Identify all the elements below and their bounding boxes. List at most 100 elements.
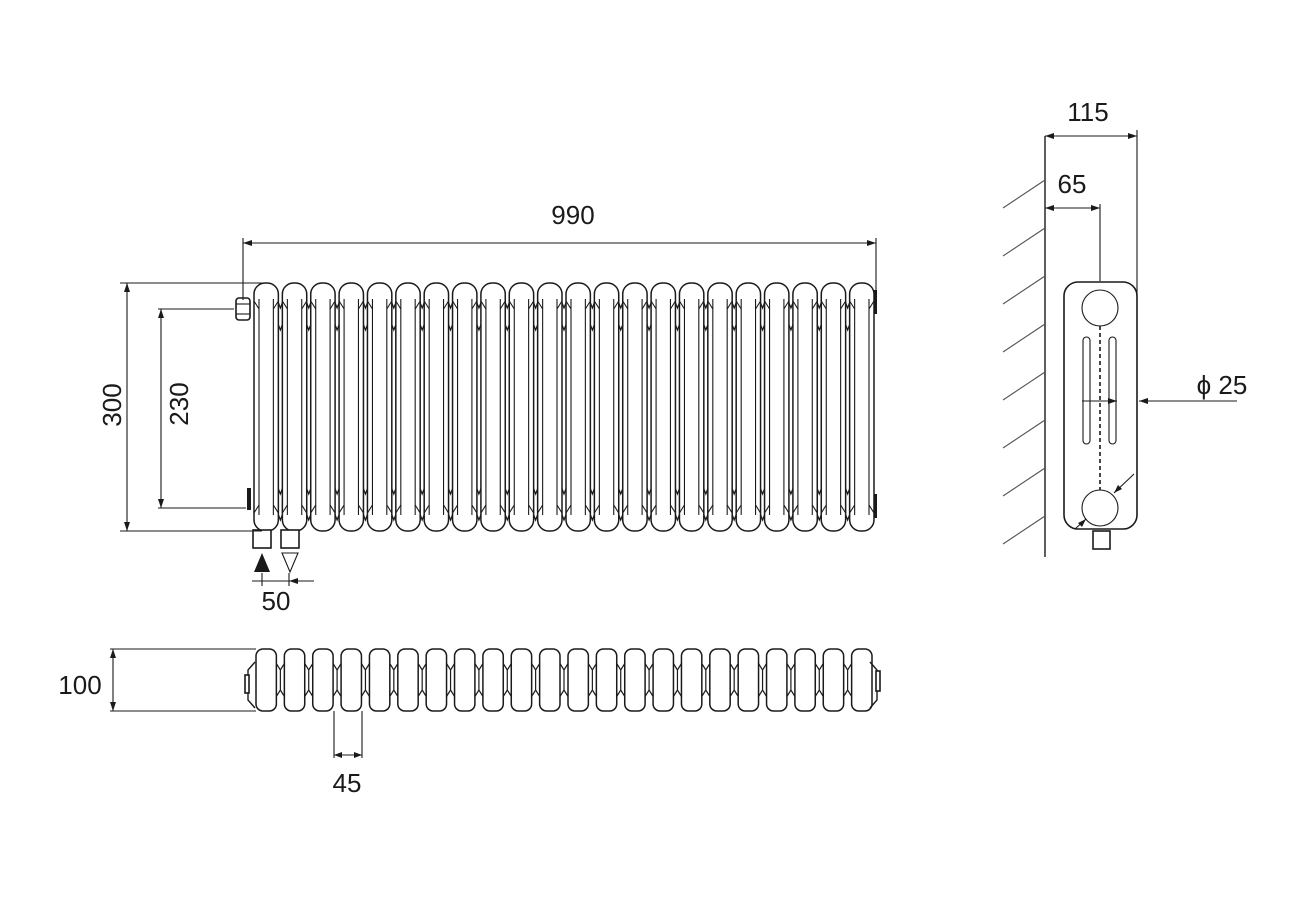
section-column	[593, 282, 620, 532]
section-column	[281, 282, 308, 532]
top-section	[850, 648, 873, 712]
section-column	[565, 282, 592, 532]
top-section	[453, 648, 485, 712]
section-column	[763, 282, 790, 532]
section-body	[850, 648, 873, 712]
return-triangle-icon	[281, 552, 299, 574]
section-body	[368, 648, 391, 712]
section-body	[652, 648, 675, 712]
section-column	[480, 282, 507, 532]
top-section	[255, 648, 286, 712]
section-neck	[787, 299, 795, 522]
top-section	[623, 648, 655, 712]
front-section	[281, 282, 313, 532]
front-section	[707, 282, 738, 532]
top-section	[368, 648, 400, 712]
section-body	[709, 648, 731, 712]
section-body	[623, 648, 646, 712]
top-section	[680, 648, 712, 712]
section-column	[820, 282, 847, 532]
dimension-overall-width: 990	[242, 200, 877, 300]
dimension-overall-height: 300	[97, 282, 262, 532]
top-section	[737, 648, 769, 712]
right-end-plug-top	[874, 290, 877, 314]
section-neck	[276, 299, 284, 522]
front-section	[593, 282, 625, 532]
front-view: 990 300 230 50	[97, 200, 877, 616]
right-end-plug-bottom	[874, 494, 877, 518]
left-end-plug-bottom	[247, 488, 251, 510]
section-column	[395, 282, 421, 532]
flow-triangle-icon	[254, 553, 270, 572]
top-section	[794, 648, 825, 712]
side-view: 115 65 ϕ 25	[1002, 97, 1247, 557]
section-body	[425, 648, 448, 712]
dimension-section-pitch: 45	[333, 711, 363, 798]
section-body	[822, 648, 845, 712]
front-section	[508, 282, 540, 532]
section-neck	[418, 299, 426, 522]
section-body	[340, 648, 363, 712]
section-column	[536, 282, 563, 532]
front-section	[338, 282, 370, 532]
section-neck	[702, 299, 710, 522]
front-sections	[247, 282, 877, 532]
label-990: 990	[551, 200, 594, 230]
label-100: 100	[58, 670, 101, 700]
top-section	[311, 648, 343, 712]
dimension-overall-depth: 115	[1045, 97, 1138, 296]
flow-pipe	[252, 529, 272, 549]
top-section	[822, 648, 854, 712]
section-neck	[361, 299, 370, 522]
bottom-connection	[1092, 530, 1111, 550]
top-sections	[255, 648, 873, 712]
section-column	[253, 282, 280, 532]
section-body	[283, 648, 306, 712]
section-body	[538, 648, 561, 712]
section-body	[453, 648, 476, 712]
section-body	[255, 648, 278, 712]
front-section	[735, 282, 767, 532]
front-section	[536, 282, 568, 532]
dimension-wall-to-center: 65	[1045, 169, 1101, 281]
section-neck	[560, 299, 568, 522]
front-section	[650, 282, 682, 532]
label-115: 115	[1067, 97, 1108, 127]
hatch-line	[1002, 323, 1046, 353]
section-body	[567, 648, 590, 712]
section-neck	[815, 299, 823, 522]
label-50: 50	[262, 586, 291, 616]
section-column	[338, 282, 365, 532]
section-column	[309, 282, 336, 532]
front-section	[820, 282, 852, 532]
section-body	[765, 648, 788, 712]
front-section	[621, 282, 653, 532]
section-column	[451, 282, 478, 532]
front-section	[763, 282, 795, 532]
section-body	[680, 648, 703, 712]
top-section	[765, 648, 797, 712]
top-section	[652, 648, 683, 712]
top-section	[595, 648, 627, 712]
top-section	[510, 648, 542, 712]
top-section	[709, 648, 740, 712]
hatch-line	[1002, 371, 1046, 401]
section-neck	[475, 299, 483, 522]
label-45: 45	[333, 768, 362, 798]
bleed-valve	[235, 297, 251, 321]
section-column	[792, 282, 819, 532]
label-230: 230	[164, 382, 194, 425]
section-neck	[844, 299, 852, 522]
front-section	[678, 282, 710, 532]
section-column	[508, 282, 535, 532]
hatch-line	[1002, 227, 1046, 257]
front-section	[253, 282, 284, 532]
section-body	[595, 648, 618, 712]
section-neck	[390, 299, 398, 522]
front-section	[395, 282, 426, 532]
dimension-depth: 100	[58, 648, 256, 712]
section-neck	[758, 299, 767, 522]
top-section	[538, 648, 570, 712]
top-section	[283, 648, 315, 712]
